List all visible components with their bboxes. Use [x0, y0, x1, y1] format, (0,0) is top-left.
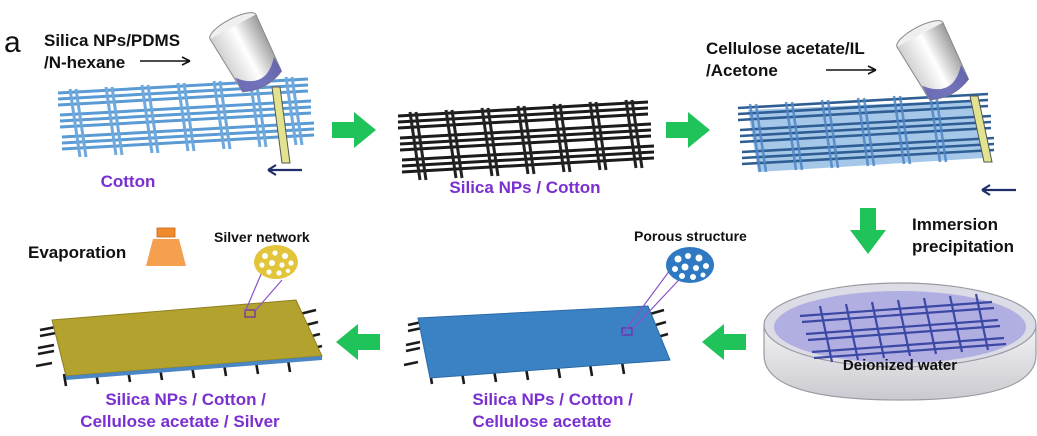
- fabric-4-line2: Cellulose acetate: [473, 412, 612, 431]
- coating-2-line2: /Acetone: [706, 61, 778, 80]
- flow-arrow-left-1: [702, 324, 746, 360]
- evaporation-source-icon: [146, 227, 186, 266]
- svg-text:Silica NPs / Cotton / Cel: Silica NPs / Cotton / Cellulose acetate …: [80, 390, 280, 431]
- porous-label: Porous structure: [634, 228, 747, 244]
- coating-1-line1: Silica NPs/PDMS: [44, 31, 180, 50]
- bath-label: Deionized water: [843, 357, 957, 374]
- fabric-2-label: Silica NPs / Cotton: [449, 178, 600, 197]
- zoom-region-2: [244, 309, 256, 318]
- immersed-fabric: [799, 293, 1007, 363]
- panel-label: a: [4, 26, 21, 59]
- fabric-4-line1: Silica NPs / Cotton /: [472, 390, 633, 409]
- direction-arrow-1: [267, 164, 302, 176]
- flow-arrow-down: [850, 208, 886, 254]
- flow-arrow-right-2: [666, 112, 710, 148]
- immersion-line2: precipitation: [912, 237, 1014, 256]
- acetate-coating-fabric: [737, 92, 995, 173]
- svg-text:Immersion precipitation: Immersion precipitation: [912, 215, 1014, 256]
- pointer-arrow-2: [826, 65, 877, 75]
- fabric-1-label: Cotton: [101, 172, 156, 191]
- pointer-arrow-1: [140, 56, 191, 66]
- flow-arrow-right-1: [332, 112, 376, 148]
- silica-cotton-fabric: [397, 99, 655, 181]
- direction-arrow-2: [981, 184, 1016, 196]
- coating-2-line1: Cellulose acetate/IL: [706, 39, 864, 58]
- cotton-fabric: [57, 76, 315, 164]
- porous-structure-icon: [666, 247, 714, 283]
- coating-bar: [271, 86, 291, 164]
- evaporation-label: Evaporation: [28, 243, 126, 262]
- pouring-cup-2-icon: [896, 20, 970, 101]
- silver-fabric-sheet: [35, 271, 323, 387]
- coating-bar-2: [969, 95, 993, 163]
- coating-1-line2: /N-hexane: [44, 53, 125, 72]
- immersion-line1: Immersion: [912, 215, 998, 234]
- fabric-5-line1: Silica NPs / Cotton /: [105, 390, 266, 409]
- flow-arrow-left-2: [336, 324, 380, 360]
- silver-label: Silver network: [214, 229, 310, 245]
- pouring-cup-icon: [209, 12, 283, 93]
- silver-network-icon: [254, 245, 298, 279]
- acetate-fabric-sheet: [403, 261, 691, 385]
- svg-text:Cellulose acetate/IL /Acet: Cellulose acetate/IL /Acetone: [706, 39, 869, 80]
- petri-dish: [763, 282, 1037, 401]
- cotton-warp-threads: [68, 76, 304, 158]
- svg-text:Silica NPs / Cotton / Cel: Silica NPs / Cotton / Cellulose acetate: [472, 390, 637, 431]
- svg-text:Silica NPs/PDMS /N-hexane: Silica NPs/PDMS /N-hexane: [44, 31, 185, 72]
- fabric-5-line2: Cellulose acetate / Silver: [80, 412, 280, 431]
